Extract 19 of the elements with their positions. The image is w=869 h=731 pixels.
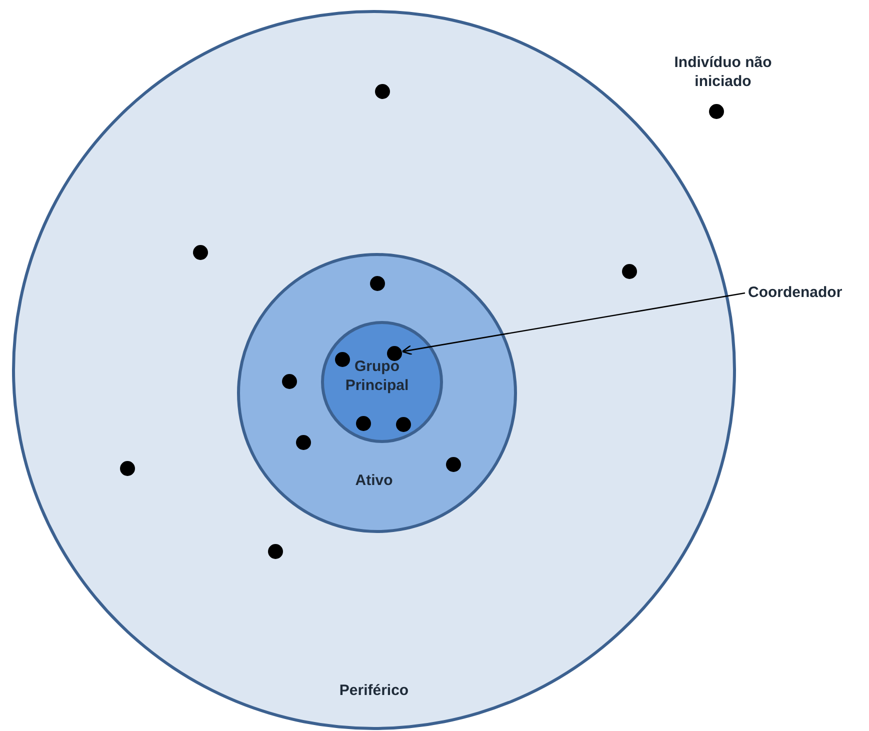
dot-marker xyxy=(334,352,350,366)
dot-marker xyxy=(374,84,390,98)
dot-caption: Indivíduo não iniciado xyxy=(673,53,773,91)
dot-marker xyxy=(370,276,384,290)
ring-label: Ativo xyxy=(355,470,393,490)
dot-marker xyxy=(622,264,636,278)
dot-marker xyxy=(296,434,310,450)
dot-marker xyxy=(386,346,402,360)
dot-marker xyxy=(192,244,208,260)
leader-line xyxy=(402,292,746,356)
dot-marker xyxy=(268,544,282,558)
callout-label: Coordenador xyxy=(748,283,868,303)
dot-marker xyxy=(120,460,134,476)
dot-marker xyxy=(282,374,296,388)
dot-marker xyxy=(446,456,460,472)
dot-marker xyxy=(396,416,410,432)
dot-marker xyxy=(356,416,370,430)
ring-label: Grupo Principal xyxy=(344,357,410,395)
ring-label: Periférico xyxy=(339,680,409,700)
